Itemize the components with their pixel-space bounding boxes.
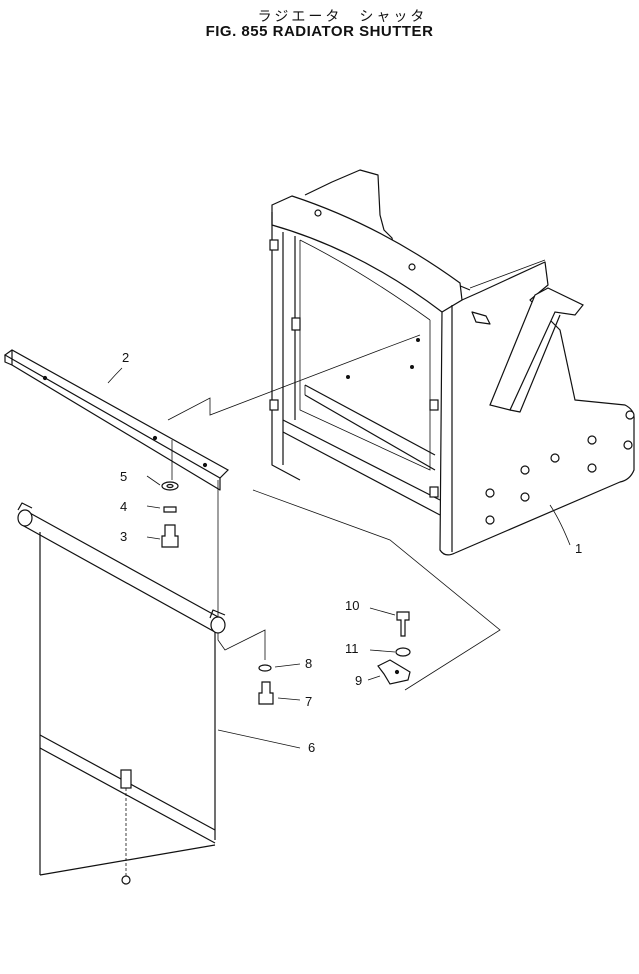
callout-labels: 1 2 3 4 5 6 7 8 9 10 11 (120, 350, 582, 755)
figure-title-japanese: ラジエータ シャッタ (257, 9, 428, 25)
callout-6: 6 (308, 740, 315, 755)
radiator-frame-part (269, 169, 635, 556)
callout-5: 5 (120, 469, 127, 484)
callout-9: 9 (355, 673, 362, 688)
callout-1: 1 (575, 541, 582, 556)
callout-2: 2 (122, 350, 129, 365)
figure-title: FIG. 855 RADIATOR SHUTTER (205, 23, 434, 40)
bolt-set-lower (258, 663, 301, 705)
bracket-bolt-set-right (367, 607, 411, 685)
callout-8: 8 (305, 656, 312, 671)
callout-10: 10 (345, 598, 359, 613)
callout-3: 3 (120, 529, 127, 544)
exploded-view-guide-lines (167, 334, 501, 691)
mounting-angle-part (3, 349, 229, 491)
callout-11: 11 (345, 641, 359, 656)
bolt-set-left (146, 475, 179, 548)
callout-7: 7 (305, 694, 312, 709)
callout-4: 4 (120, 499, 127, 514)
roller-shutter-part (17, 502, 301, 885)
